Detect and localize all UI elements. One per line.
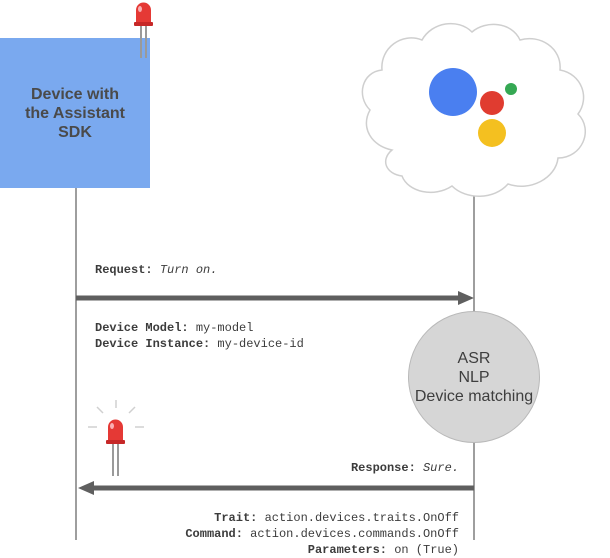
request-arrow <box>76 291 474 305</box>
command-key: Command: <box>185 527 243 541</box>
response-arrow <box>78 481 474 495</box>
device-matching-label: Device matching <box>414 387 534 405</box>
device-model-key: Device Model: <box>95 321 189 335</box>
trait-line: Trait: action.devices.traits.OnOff <box>214 510 459 526</box>
response-label: Response: Sure. <box>351 460 459 476</box>
cloud-icon <box>361 22 587 197</box>
device-instance-key: Device Instance: <box>95 337 211 351</box>
trait-key: Trait: <box>214 511 258 525</box>
processing-circle: ASR NLP Device matching <box>408 311 540 443</box>
device-instance-line: Device Instance: my-device-id <box>95 336 304 352</box>
command-value: action.devices.commands.OnOff <box>250 527 459 541</box>
parameters-value: on (True) <box>394 543 459 557</box>
nlp-label: NLP <box>458 368 490 386</box>
response-key: Response: <box>350 461 416 475</box>
led-lit-icon <box>88 400 144 476</box>
device-model-value: my-model <box>195 321 254 335</box>
request-value: Turn on. <box>159 263 218 277</box>
device-lifeline <box>75 188 77 540</box>
response-value: Sure. <box>422 461 459 475</box>
parameters-key: Parameters: <box>307 543 387 557</box>
request-key: Request: <box>95 263 153 277</box>
device-instance-value: my-device-id <box>217 337 304 351</box>
request-label: Request: Turn on. <box>95 262 217 278</box>
trait-value: action.devices.traits.OnOff <box>264 511 459 525</box>
command-line: Command: action.devices.commands.OnOff <box>185 526 459 542</box>
asr-label: ASR <box>457 349 491 367</box>
device-box: Device with the Assistant SDK <box>0 38 150 188</box>
led-icon <box>134 2 153 58</box>
google-assistant-logo-icon <box>429 68 517 147</box>
device-label: Device with the Assistant SDK <box>25 85 125 141</box>
parameters-line: Parameters: on (True) <box>308 542 459 558</box>
device-model-line: Device Model: my-model <box>95 320 253 336</box>
